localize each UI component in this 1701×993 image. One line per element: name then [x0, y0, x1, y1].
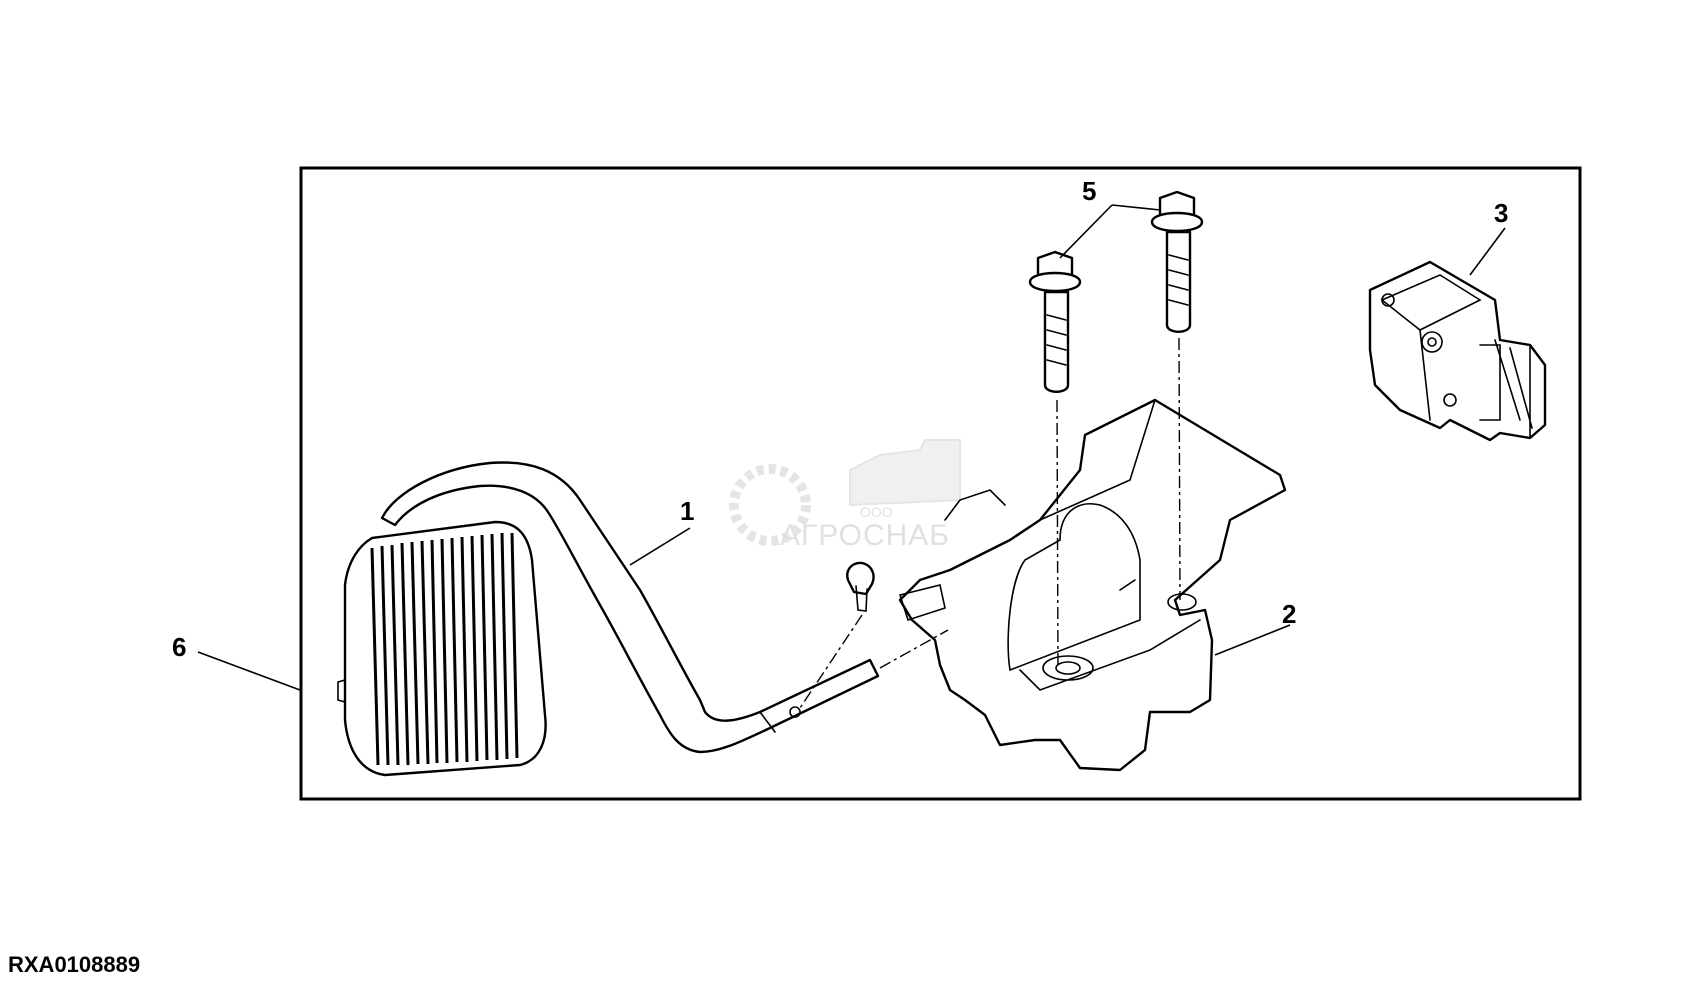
watermark-sub: ООО	[860, 504, 893, 520]
assembly-line-arm	[879, 629, 949, 669]
screw	[846, 561, 875, 612]
leader-1	[629, 527, 691, 566]
sensor	[1368, 260, 1547, 442]
watermark-gear-icon	[729, 464, 811, 546]
assembly-line-screw	[799, 614, 863, 709]
callout-6: 6	[172, 632, 186, 662]
leader-5a	[1059, 204, 1113, 259]
watermark: ООО АГРОСНАБ	[729, 439, 961, 552]
leader-6	[197, 651, 301, 691]
leader-5b	[1111, 204, 1161, 211]
assembly-line-right-bolt	[1178, 337, 1181, 601]
watermark-combine-icon	[849, 439, 961, 507]
callout-5: 5	[1082, 176, 1096, 206]
pedal-arm	[380, 461, 880, 754]
watermark-main: АГРОСНАБ	[780, 519, 950, 552]
assembly-line-left-bolt	[1056, 399, 1059, 669]
pedal-pad	[337, 520, 547, 777]
leader-2	[1214, 624, 1291, 656]
sensor-bracket	[898, 398, 1287, 772]
bolt-left	[1028, 250, 1082, 393]
reference-code: RXA0108889	[8, 952, 141, 977]
leader-3	[1469, 227, 1506, 276]
callout-3: 3	[1494, 198, 1508, 228]
callout-1: 1	[680, 496, 694, 526]
callout-2: 2	[1282, 599, 1296, 629]
bolt-right	[1150, 190, 1204, 333]
pedal-pad-ribs	[370, 532, 519, 766]
diagram-frame	[299, 166, 1582, 801]
